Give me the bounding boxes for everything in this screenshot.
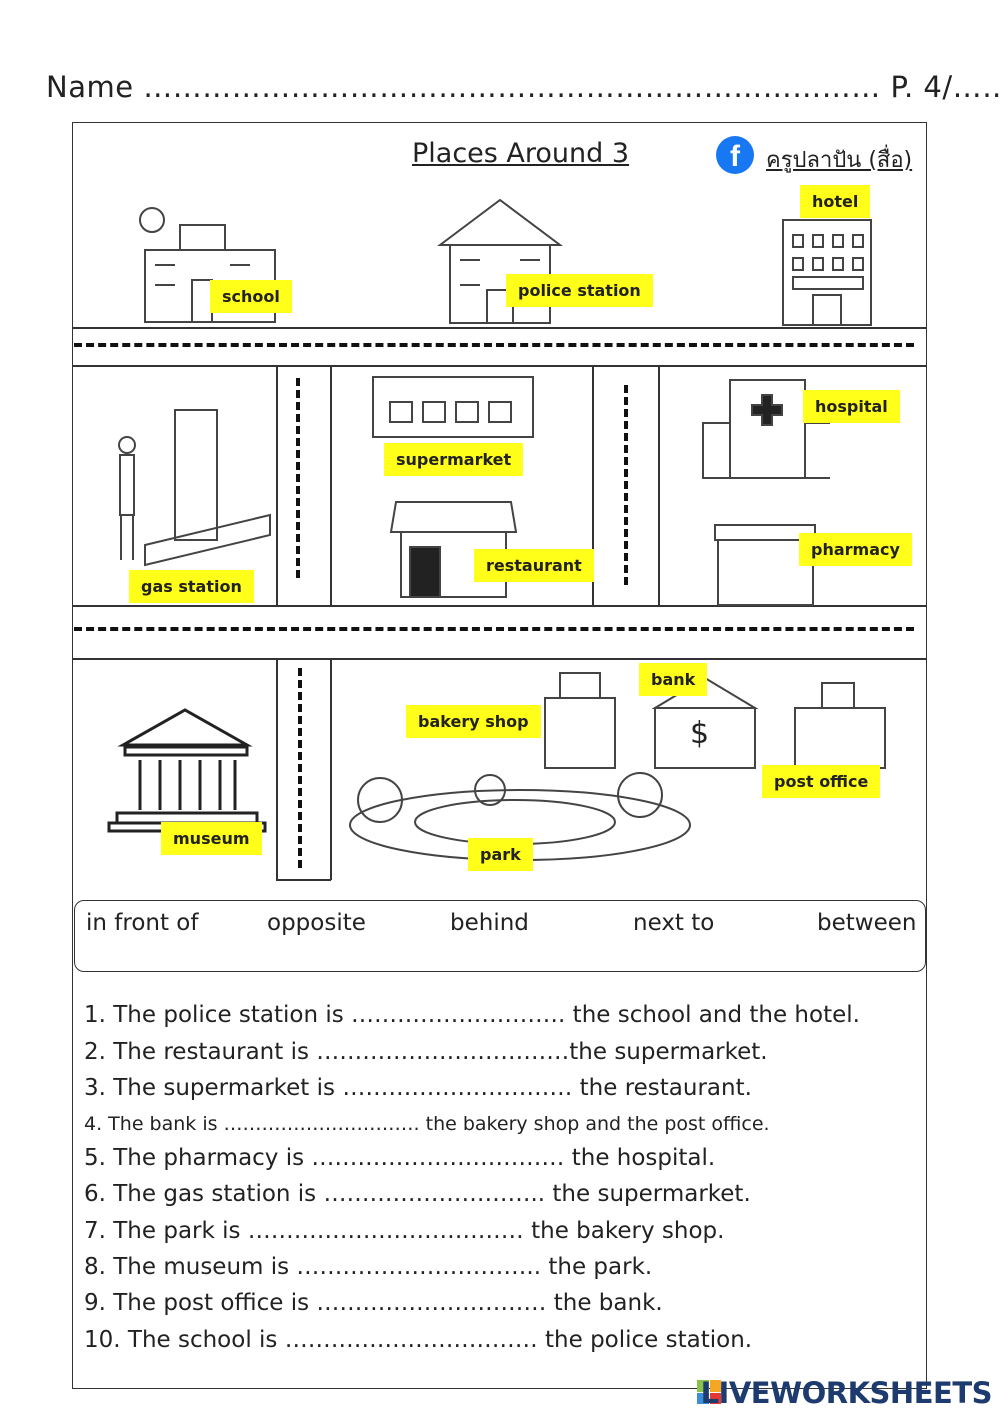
liveworksheets-watermark: LIVEWORKSHEETS xyxy=(700,1376,993,1410)
police-station-building-icon xyxy=(437,198,563,324)
worksheet-title: Places Around 3 xyxy=(412,138,630,169)
place-label-bakery-shop[interactable]: bakery shop xyxy=(406,705,541,738)
road-dash xyxy=(296,378,300,578)
road-dash xyxy=(298,668,302,868)
question-3[interactable]: 3. The supermarket is ………………………… the res… xyxy=(84,1075,752,1101)
place-label-pharmacy[interactable]: pharmacy xyxy=(799,533,912,566)
word-bank xyxy=(74,900,926,972)
road-edge xyxy=(72,605,927,607)
road-edge xyxy=(276,879,331,881)
supermarket-and-restaurant-icon xyxy=(372,376,534,598)
question-4[interactable]: 4. The bank is …………………………. the bakery sh… xyxy=(84,1113,770,1135)
question-5[interactable]: 5. The pharmacy is …………………………… the hospi… xyxy=(84,1145,716,1171)
word-next-to: next to xyxy=(633,910,715,936)
word-between: between xyxy=(817,910,917,936)
road-edge xyxy=(330,658,332,880)
place-label-police-station[interactable]: police station xyxy=(506,274,653,307)
road-edge xyxy=(658,365,660,605)
road-edge xyxy=(592,365,594,605)
map-frame xyxy=(72,122,927,1389)
question-6[interactable]: 6. The gas station is ……………………….. the su… xyxy=(84,1181,751,1207)
svg-text:$: $ xyxy=(690,716,709,751)
gas-station-icon xyxy=(118,409,271,567)
word-behind: behind xyxy=(450,910,529,936)
place-label-bank[interactable]: bank xyxy=(639,663,708,696)
word-in-front-of: in front of xyxy=(86,910,199,936)
place-label-school[interactable]: school xyxy=(210,280,292,313)
place-label-restaurant[interactable]: restaurant xyxy=(474,549,594,582)
question-7[interactable]: 7. The park is ……………………………… the bakery s… xyxy=(84,1218,725,1244)
road-edge xyxy=(276,658,278,880)
liveworksheets-logo-icon xyxy=(697,1380,721,1404)
road-dash xyxy=(74,627,914,631)
place-label-gas-station[interactable]: gas station xyxy=(129,570,254,603)
question-9[interactable]: 9. The post office is ………………………… the ban… xyxy=(84,1290,663,1316)
word-opposite: opposite xyxy=(267,910,366,936)
road-edge xyxy=(330,365,332,605)
place-label-supermarket[interactable]: supermarket xyxy=(384,443,524,476)
hotel-building-icon xyxy=(782,219,872,326)
place-label-park[interactable]: park xyxy=(468,838,533,871)
road-edge xyxy=(72,365,927,367)
place-label-hotel[interactable]: hotel xyxy=(800,185,871,218)
question-1[interactable]: 1. The police station is ………………………. the … xyxy=(84,1002,860,1028)
name-line: Name ………………………………………………………………… P. 4/……….… xyxy=(46,70,1000,104)
road-edge xyxy=(72,658,927,660)
road-dash xyxy=(624,385,628,585)
author-name: ครูปลาปัน (สื่อ) xyxy=(766,148,913,173)
place-label-museum[interactable]: museum xyxy=(161,822,262,855)
road-dash xyxy=(74,343,914,347)
museum-building-icon xyxy=(107,708,267,833)
question-2[interactable]: 2. The restaurant is ……………………………the supe… xyxy=(84,1039,768,1065)
facebook-icon: f xyxy=(716,136,754,174)
place-label-hospital[interactable]: hospital xyxy=(803,390,900,423)
question-10[interactable]: 10. The school is …………………………… the police… xyxy=(84,1327,753,1353)
shops-row-icon: $ xyxy=(544,672,886,769)
road-edge xyxy=(72,327,927,329)
place-label-post-office[interactable]: post office xyxy=(762,765,881,798)
road-edge xyxy=(276,365,278,605)
question-8[interactable]: 8. The museum is ………………………….. the park. xyxy=(84,1254,653,1280)
